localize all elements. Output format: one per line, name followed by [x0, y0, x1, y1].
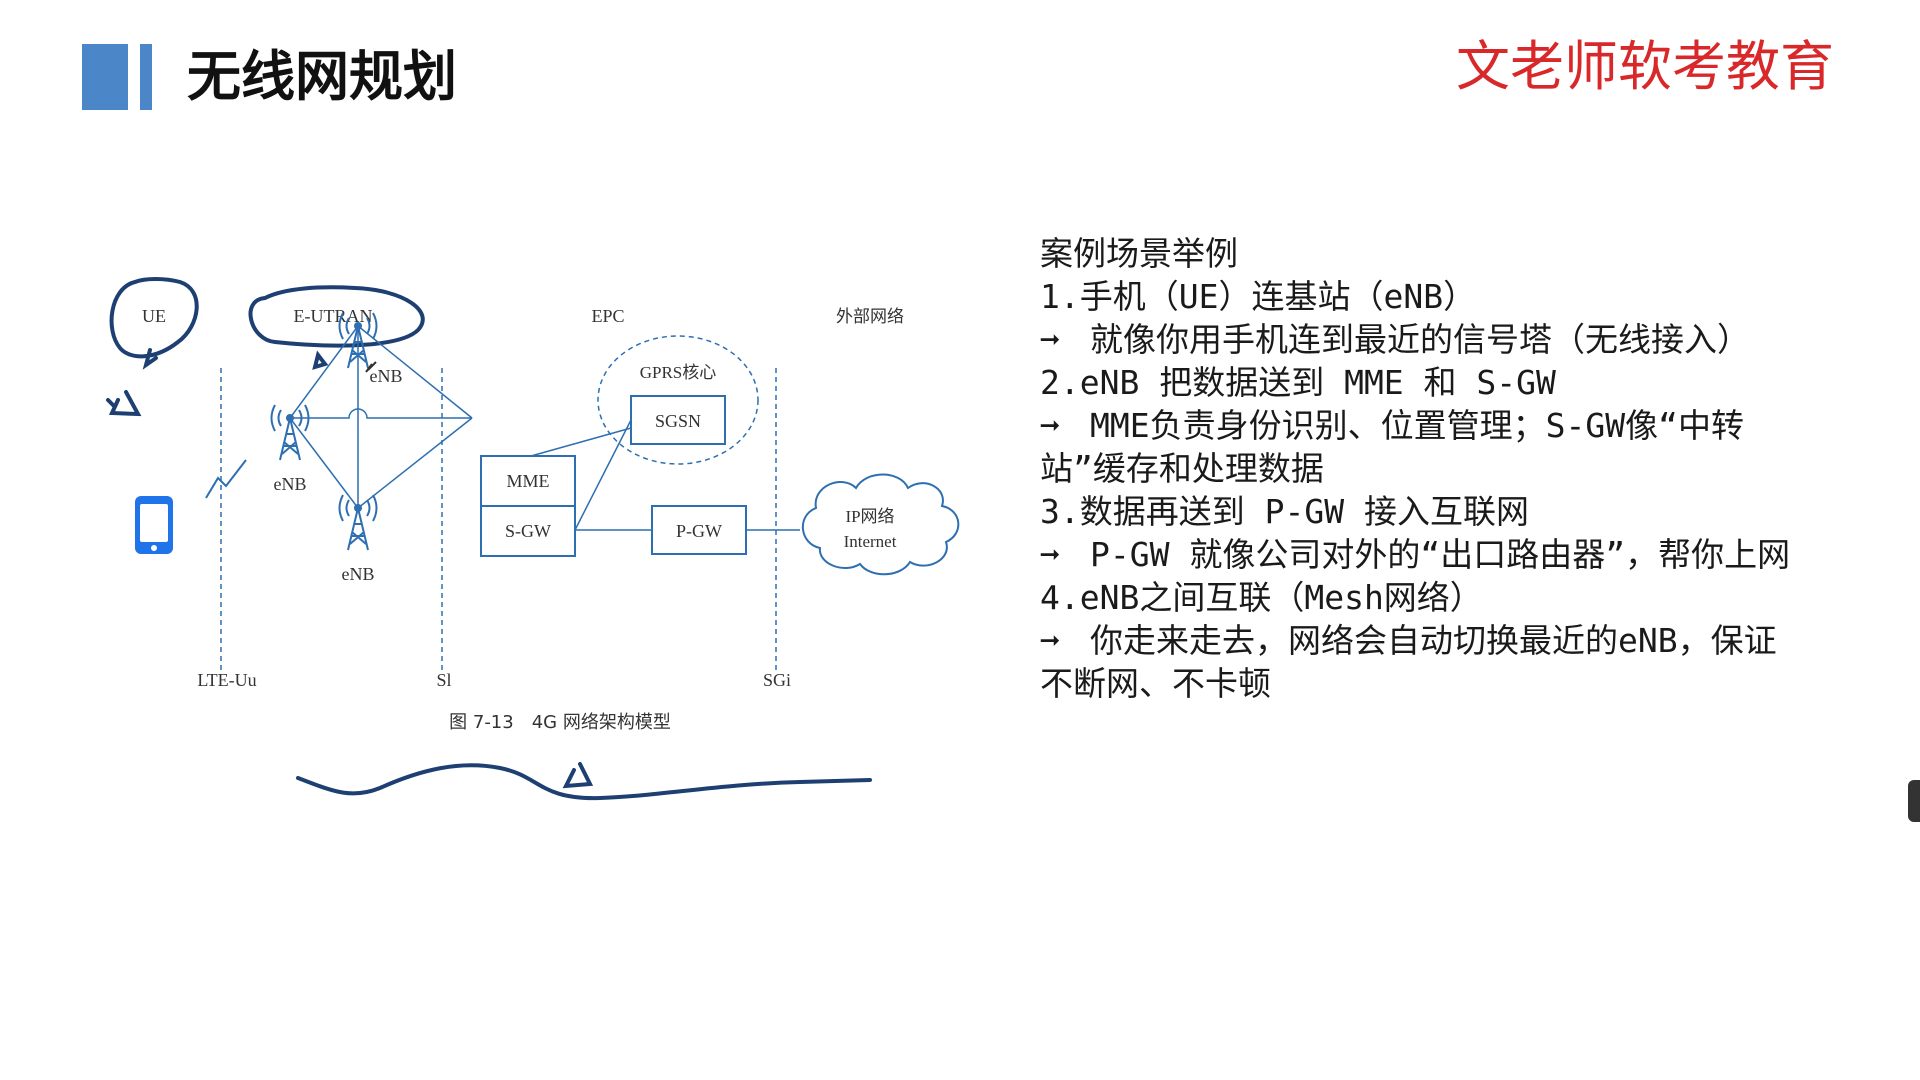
phone-icon: [135, 496, 173, 554]
figure-caption: 图 7-13 4G 网络架构模型: [449, 712, 671, 733]
pgw-box: [651, 505, 747, 555]
arrow-icon: ➞: [1040, 406, 1060, 445]
ip-network-label: IP网络: [845, 507, 894, 526]
page-title: 无线网规划: [187, 45, 457, 108]
cloud-icon: [801, 473, 960, 576]
note-explain: MME负责身份识别、位置管理；S-GW像“中转站”缓存和处理数据: [1040, 406, 1744, 488]
side-scroll-handle[interactable]: [1908, 780, 1920, 822]
s1-label: Sl: [436, 670, 451, 690]
note-explain: 你走来走去，网络会自动切换最近的eNB，保证不断网、不卡顿: [1040, 621, 1777, 703]
enb-label-left: eNB: [274, 474, 307, 494]
note-point: 2.eNB 把数据送到 MME 和 S-GW: [1040, 363, 1556, 402]
enb-label-top: eNB: [370, 366, 403, 386]
pen-cursor-icon: [365, 361, 377, 373]
radio-link-icon: [205, 459, 247, 499]
note-point: 1.手机（UE）连基站（eNB）: [1040, 277, 1477, 316]
gprs-core-label: GPRS核心: [640, 363, 717, 382]
notes-heading: 案例场景举例: [1040, 234, 1238, 273]
arrow-icon: ➞: [1040, 320, 1060, 359]
gprs-core-circle: [597, 335, 759, 465]
hand-circle-ue: [109, 277, 199, 370]
sgw-label: S-GW: [505, 521, 551, 541]
brand-logo-text: 文老师软考教育: [1456, 35, 1834, 98]
note-explain: 就像你用手机连到最近的信号塔（无线接入）: [1090, 320, 1750, 359]
case-notes: 案例场景举例 1.手机（UE）连基站（eNB） ➞ 就像你用手机连到最近的信号塔（…: [1040, 232, 1800, 705]
epc-links: [530, 419, 800, 531]
external-network-label: 外部网络: [836, 307, 904, 327]
note-point: 4.eNB之间互联（Mesh网络）: [1040, 578, 1483, 617]
network-architecture-diagram: UE E-UTRAN EPC 外部网络 eNB eNB eNB MME S-GW…: [106, 277, 960, 801]
enb-label-bottom: eNB: [342, 564, 375, 584]
title-accent-bar-thin: [140, 44, 152, 110]
eutran-label: E-UTRAN: [294, 306, 373, 326]
epc-label: EPC: [591, 306, 624, 326]
mme-label: MME: [506, 471, 549, 491]
hand-circle-eutran: [248, 285, 425, 370]
title-accent-bar: [82, 44, 128, 110]
internet-label: Internet: [844, 532, 897, 551]
hand-underline: [296, 763, 872, 801]
sgi-label: SGi: [763, 670, 791, 690]
pgw-label: P-GW: [676, 521, 722, 541]
antenna-icon-left: [270, 404, 310, 461]
hand-mark-bottom: [562, 762, 594, 789]
arrow-icon: ➞: [1040, 621, 1060, 660]
arrow-icon: ➞: [1040, 535, 1060, 574]
ue-label: UE: [142, 306, 166, 326]
lte-uu-label: LTE-Uu: [197, 670, 256, 690]
sgsn-label: SGSN: [655, 411, 701, 431]
note-point: 3.数据再送到 P-GW 接入互联网: [1040, 492, 1529, 531]
note-explain: P-GW 就像公司对外的“出口路由器”，帮你上网: [1090, 535, 1791, 574]
hand-mark: [106, 390, 142, 417]
